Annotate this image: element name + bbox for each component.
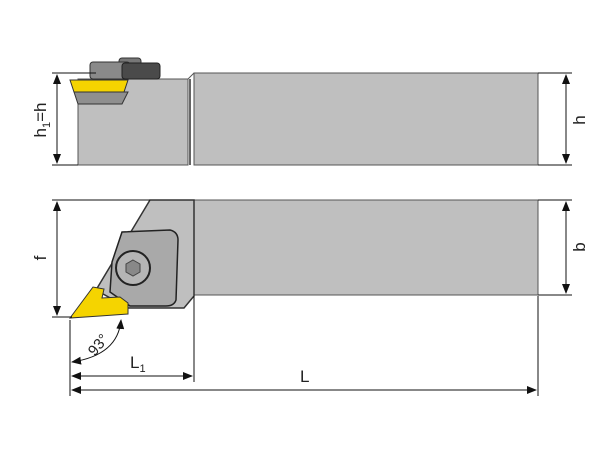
label-h1-eq-h: h1=h [31, 103, 53, 138]
clamp-top [121, 62, 161, 80]
side-insert-seat [73, 91, 129, 105]
top-view [68, 199, 539, 319]
label-b: b [570, 242, 589, 251]
side-shank [193, 72, 539, 166]
angle-arc [71, 319, 125, 365]
top-insert [68, 286, 129, 319]
hex-socket-icon [125, 259, 141, 277]
label-L1: L1 [130, 353, 146, 375]
label-f: f [31, 255, 50, 260]
label-L: L [300, 367, 309, 386]
side-insert [69, 79, 129, 93]
dimensions [52, 72, 572, 396]
label-h: h [570, 115, 589, 124]
top-shank [193, 199, 539, 296]
label-angle: 93° [85, 331, 113, 359]
side-view [69, 57, 539, 166]
